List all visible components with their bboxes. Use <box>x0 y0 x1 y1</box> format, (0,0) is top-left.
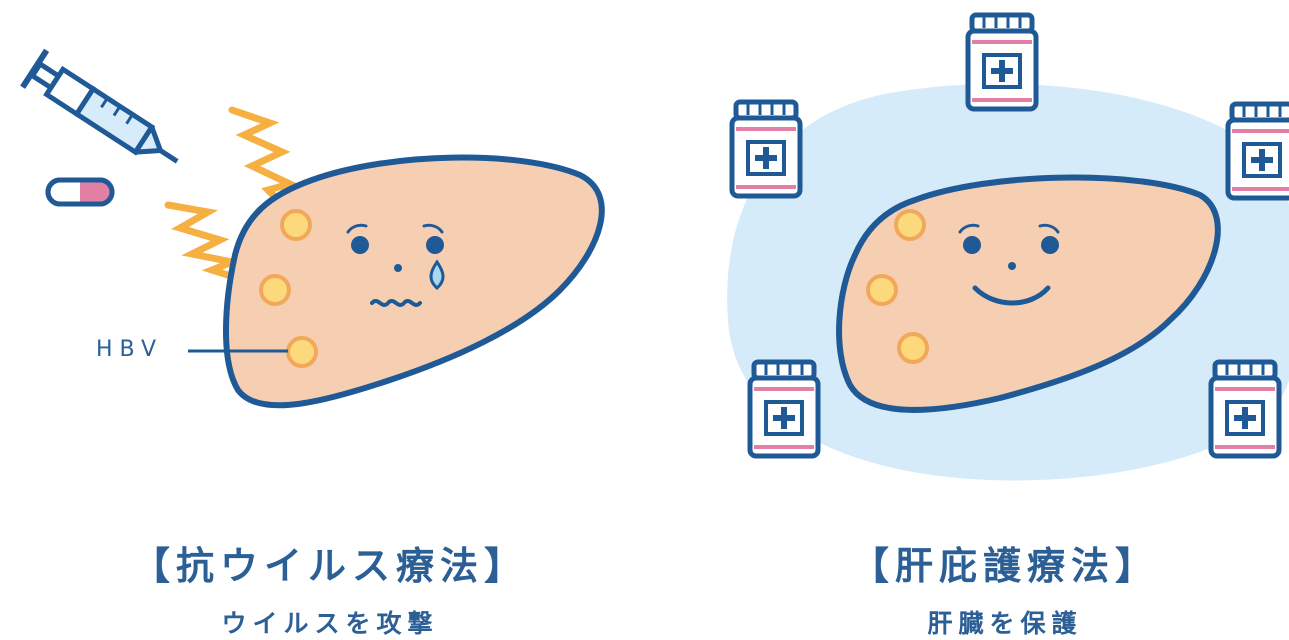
liver-protection-therapy-subtitle: 肝臓を保護 <box>725 604 1285 640</box>
syringe-icon <box>23 50 190 179</box>
capsule-icon <box>48 180 112 204</box>
right-panel-caption: 【肝庇護療法】 肝臓を保護 <box>725 542 1285 640</box>
medicine-bottle-icon <box>1228 104 1289 198</box>
left-panel-caption: 【抗ウイルス療法】 ウイルスを攻撃 <box>50 542 610 640</box>
medicine-bottle-icon <box>732 102 800 196</box>
hbv-label: HBV <box>96 337 163 362</box>
medicine-bottle-icon <box>968 15 1036 109</box>
liver-protection-therapy-title: 【肝庇護療法】 <box>725 542 1285 590</box>
antiviral-therapy-subtitle: ウイルスを攻撃 <box>50 604 610 640</box>
medicine-bottle-icon <box>1211 362 1279 456</box>
medicine-bottle-icon <box>750 362 818 456</box>
antiviral-therapy-title: 【抗ウイルス療法】 <box>50 542 610 590</box>
